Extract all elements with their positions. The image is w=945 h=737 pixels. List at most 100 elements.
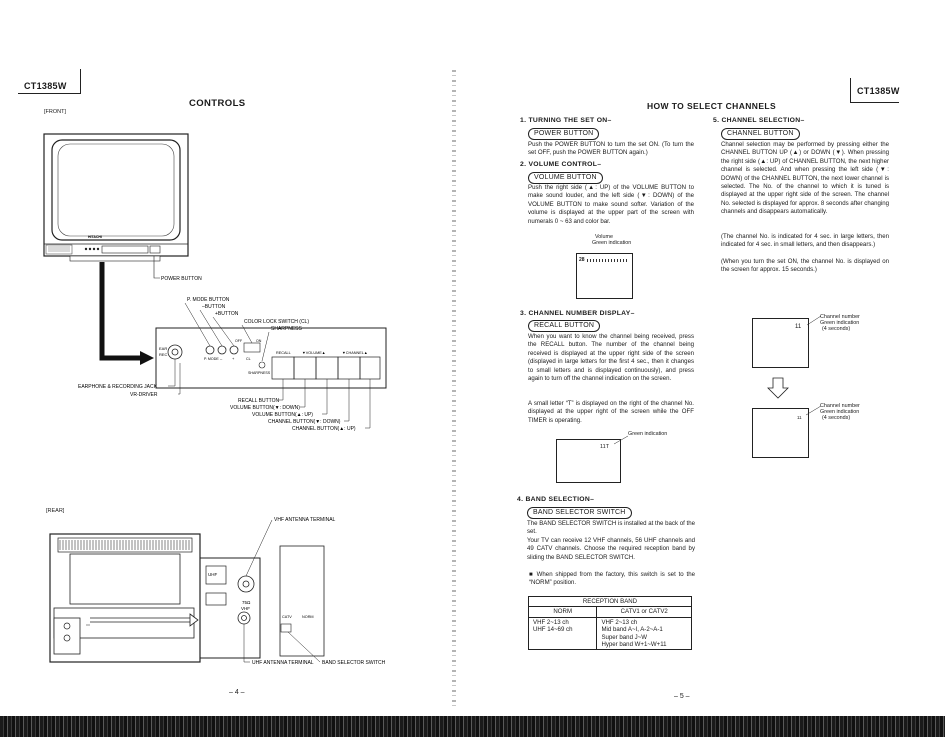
band-header-norm: NORM (527, 606, 598, 618)
minus-button-label: –BUTTON (202, 304, 226, 310)
volume-up-label: VOLUME BUTTON(▲: UP) (252, 412, 313, 418)
reception-band-table: RECEPTION BAND NORM CATV1 or CATV2 VHF 2… (527, 595, 692, 651)
panel-ear-text: EAR (159, 346, 167, 351)
tv-brand-logo: HITACHI (88, 235, 102, 239)
band-catv-super: Super band J~W (601, 633, 648, 641)
band-catv-cell: VHF 2~13 ch Mid band A~I, A-2~A-1 Super … (596, 616, 692, 651)
rear-arrow-icon (189, 613, 199, 627)
rear-tv-illustration (49, 533, 201, 663)
band-header-catv: CATV1 or CATV2 (596, 606, 692, 618)
section-4-text-2: Your TV can receive 12 VHF channels, 56 … (527, 537, 695, 561)
band-catv-mid: Mid band A~I, A-2~A-1 (601, 626, 663, 634)
band-norm-uhf: UHF 14~69 ch (533, 626, 573, 634)
page-number-right: – 5 – (674, 693, 690, 700)
panel-on-text: ON (256, 339, 262, 343)
channel-button-pill: CHANNEL BUTTON (721, 128, 800, 140)
section-1-text: Push the POWER BUTTON to turn the set ON… (528, 141, 694, 157)
model-tag-left: CT1385W (18, 69, 81, 94)
model-label-right: CT1385W (857, 86, 900, 96)
volume-color-bar (587, 259, 627, 262)
panel-minus-text: – (220, 356, 223, 361)
channel-fig2-label-1: Channel number (820, 403, 860, 409)
vhf-antenna-label: VHF ANTENNA TERMINAL (274, 517, 336, 523)
vr-driver-label: VR-DRIVER (130, 392, 158, 398)
channel-fig2-label-2: Green indication (820, 409, 860, 415)
reception-band-caption: RECEPTION BAND (528, 595, 692, 608)
panel-plus-text: + (232, 356, 235, 361)
power-button-label: POWER BUTTON (161, 276, 202, 282)
front-tv-illustration (43, 133, 189, 262)
arrow-icon (140, 351, 154, 365)
band-norm-vhf: VHF 2~13 ch (533, 618, 569, 626)
section-3-title: 3. CHANNEL NUMBER DISPLAY– (520, 310, 635, 317)
scan-bottom-band (0, 716, 945, 737)
volume-button-pill: VOLUME BUTTON (528, 172, 603, 184)
section-5-text-3: (When you turn the set ON, the channel N… (721, 258, 889, 274)
channel-fig1-label-2: Green indication (820, 320, 860, 326)
channel-down-label: CHANNEL BUTTON(▼: DOWN) (268, 419, 341, 425)
channel-up-label: CHANNEL BUTTON(▲: UP) (292, 426, 356, 432)
rear-grille (59, 540, 190, 550)
panel-sharpness-text: SHARPNESS (248, 371, 271, 375)
channel-screen-figure-2: 11 (752, 408, 809, 458)
power-button-pill: POWER BUTTON (528, 128, 600, 140)
rear-uhf-text: UHF (208, 572, 217, 577)
controls-diagram: HITACHI POWER BUTTON EAR REC P. MODE – +… (43, 133, 387, 666)
panel-channel-text: ▼CHANNEL▲ (342, 351, 368, 355)
band-catv-hyper: Hyper band W+1~W+11 (601, 641, 667, 649)
section-4-note: ■ When shipped from the factory, this sw… (529, 571, 695, 587)
channel-screen-figure-1: 11 (752, 318, 809, 368)
color-lock-label: COLOR LOCK SWITCH (CL) (244, 319, 309, 325)
panel-volume-text: ▼VOLUME▲ (302, 351, 326, 355)
channels-title: HOW TO SELECT CHANNELS (647, 101, 777, 111)
earphone-jack-label: EARPHONE & RECORDING JACK (78, 384, 158, 390)
rear-ohm-text: 75Ω (242, 600, 251, 605)
channel-fig2-label-3: (4 seconds) (822, 415, 851, 421)
channel-fig1-label-3: (4 seconds) (822, 326, 851, 332)
channel-fig1-pointer (806, 315, 822, 326)
section-3-text-2: A small letter “T” is displayed on the r… (528, 400, 694, 424)
panel-recall-text: RECALL (276, 351, 291, 355)
rear-catv-text: CATV (282, 615, 292, 619)
page-number-left: – 4 – (229, 689, 245, 696)
page-spine (452, 70, 456, 710)
panel-rec-text: REC (159, 352, 168, 357)
volume-value: 28 (579, 257, 585, 263)
section-2-text: Push the right side (▲: UP) of the VOLUM… (528, 184, 694, 225)
section-1-title: 1. TURNING THE SET ON– (520, 117, 612, 124)
channel-fig2-value: 11 (797, 415, 802, 420)
recall-button-label: RECALL BUTTON (238, 398, 280, 404)
volume-fig-label: Volume (595, 234, 613, 240)
pmode-button-label: P. MODE BUTTON (187, 297, 230, 303)
channel-fig1-value: 11 (795, 324, 802, 330)
channel-fig1-label-1: Channel number (820, 314, 860, 320)
panel-off-text: OFF (235, 339, 243, 343)
plus-button-label: +BUTTON (215, 311, 239, 317)
uhf-antenna-label: UHF ANTENNA TERMINAL (252, 660, 314, 666)
section-5-title: 5. CHANNEL SELECTION– (713, 117, 805, 124)
front-label: [FRONT] (44, 109, 66, 115)
section-3-text-1: When you want to know the channel being … (528, 333, 694, 383)
panel-cl-text: CL (246, 357, 251, 361)
rear-vhf-text: VHF (241, 606, 250, 611)
panel-pmode-text: P. MODE (204, 357, 219, 361)
section-4-title: 4. BAND SELECTION– (517, 496, 595, 503)
volume-fig-green-label: Green indication (592, 240, 632, 246)
band-norm-cell: VHF 2~13 ch UHF 14~69 ch (527, 616, 598, 651)
section-5-text-2: (The channel No. is indicated for 4 sec.… (721, 233, 889, 249)
front-control-panel (155, 327, 387, 389)
recall-screen-figure: 11T (556, 439, 621, 483)
band-selector-pill: BAND SELECTOR SWITCH (527, 507, 632, 519)
section-4-text-1: The BAND SELECTOR SWITCH is installed at… (527, 520, 695, 536)
controls-title: CONTROLS (189, 98, 246, 109)
down-arrow-icon (767, 377, 789, 399)
rear-label: [REAR] (46, 508, 65, 514)
model-label-left: CT1385W (24, 81, 67, 91)
section-2-title: 2. VOLUME CONTROL– (520, 161, 602, 168)
band-selector-label: BAND SELECTOR SWITCH (322, 660, 386, 666)
rear-antenna-panel (199, 545, 325, 659)
recall-channel-value: 11T (600, 444, 610, 450)
recall-fig-label: Green indication (628, 431, 668, 437)
rear-norm-text: NORM (302, 615, 314, 619)
sharpness-label: SHARPNESS (271, 326, 303, 332)
